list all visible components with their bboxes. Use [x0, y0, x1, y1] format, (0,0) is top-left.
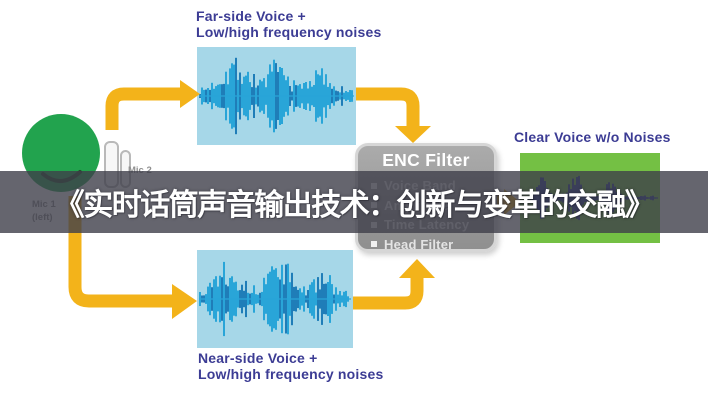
bullet-square-icon	[371, 241, 377, 248]
arrow-nearside-to-enc	[353, 259, 435, 310]
arrow-mic-to-farside	[105, 80, 200, 130]
far-side-waveform-box	[197, 47, 356, 145]
near-side-label-line1: Near-side Voice +	[198, 350, 318, 366]
near-side-waveform	[199, 261, 351, 337]
near-side-waveform-box	[197, 250, 353, 348]
title-overlay: 《实时话筒声音输出技术：创新与变革的交融》	[0, 171, 708, 233]
near-side-label-line2: Low/high frequency noises	[198, 366, 384, 382]
clear-voice-label: Clear Voice w/o Noises	[514, 129, 671, 145]
arrow-farside-to-enc	[356, 87, 431, 143]
video-title: 《实时话筒声音输出技术：创新与变革的交融》	[54, 189, 655, 222]
mic2-label: Mic 2	[128, 164, 152, 177]
near-side-label: Near-side Voice + Low/high frequency noi…	[198, 350, 383, 382]
far-side-label: Far-side Voice + Low/high frequency nois…	[196, 8, 381, 40]
enc-filter-item: Head Filter	[371, 235, 494, 255]
arrow-mic-to-nearside	[68, 196, 197, 319]
far-side-waveform	[199, 57, 354, 135]
enc-filter-title: ENC Filter	[382, 150, 470, 170]
far-side-label-line1: Far-side Voice +	[196, 8, 306, 24]
far-side-label-line2: Low/high frequency noises	[196, 24, 382, 40]
